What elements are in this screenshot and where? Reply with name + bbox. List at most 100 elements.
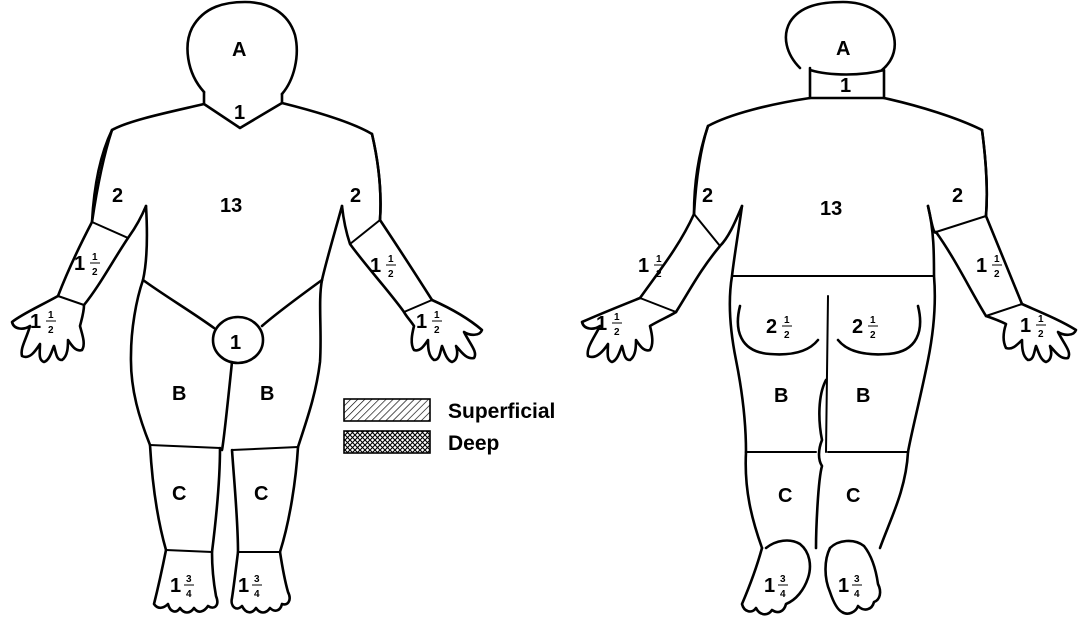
svg-text:1: 1 [596,313,607,335]
svg-text:2: 2 [1038,329,1044,340]
front-thigh-divider [222,362,232,450]
back-trunk-label: 13 [820,198,842,220]
back-hand-right-label: 1 1 2 [1020,314,1046,340]
svg-text:3: 3 [854,574,860,585]
svg-text:1: 1 [638,255,649,277]
legend-deep-label: Deep [448,432,499,455]
front-elbow-left-line [92,222,128,238]
back-foot-right-label: 1 3 4 [838,574,862,600]
back-thigh-left-label: B [774,385,788,407]
svg-text:1: 1 [434,310,440,321]
svg-text:1: 1 [764,575,775,597]
svg-text:2: 2 [870,330,876,341]
svg-text:2: 2 [994,269,1000,280]
back-neck-label: 1 [840,75,851,97]
svg-text:2: 2 [784,330,790,341]
front-upper-arm-left-label: 2 [112,185,123,207]
back-foot-right-outline [826,541,881,614]
front-hand-right-label: 1 1 2 [416,310,442,336]
back-elbow-right-line [936,216,986,232]
back-hand-left-label: 1 1 2 [596,312,622,338]
back-trunk-sides [730,206,935,452]
back-leg-divider [816,380,826,548]
svg-text:1: 1 [74,253,85,275]
back-wrist-left-line [640,298,676,312]
svg-text:4: 4 [254,589,260,600]
svg-text:2: 2 [48,325,54,336]
back-buttock-right-label: 2 1 2 [852,315,878,341]
front-ankle-left-line [166,550,212,552]
front-foot-right-label: 1 3 4 [238,574,262,600]
back-buttock-left-label: 2 1 2 [766,315,792,341]
front-trunk-label: 13 [220,195,242,217]
back-foot-left-outline [742,541,810,615]
back-foot-left-label: 1 3 4 [764,574,788,600]
front-elbow-right-line [350,220,380,244]
svg-text:3: 3 [254,574,260,585]
back-forearm-right-label: 1 1 2 [976,254,1002,280]
svg-text:1: 1 [784,315,790,326]
svg-text:1: 1 [48,310,54,321]
svg-text:2: 2 [656,269,662,280]
svg-text:2: 2 [852,316,863,338]
svg-text:1: 1 [388,254,394,265]
back-upper-arm-left-label: 2 [702,185,713,207]
front-knee-right-line [232,447,298,450]
front-side-left [131,206,150,445]
svg-text:2: 2 [614,327,620,338]
back-arm-right [928,130,1022,316]
front-genitalia-label: 1 [230,332,241,354]
svg-text:3: 3 [186,574,192,585]
back-gluteal-cleft [826,296,828,452]
back-leg-right-label: C [846,485,860,507]
svg-text:2: 2 [766,316,777,338]
back-forearm-left-label: 1 1 2 [638,254,664,280]
svg-text:1: 1 [870,315,876,326]
back-calves [746,452,908,548]
legend-superficial-label: Superficial [448,400,555,423]
svg-text:1: 1 [238,575,249,597]
front-knee-left-line [150,445,220,448]
svg-text:1: 1 [416,311,427,333]
front-forearm-right-label: 1 1 2 [370,254,396,280]
front-leg-left-label: C [172,483,186,505]
back-figure [582,2,1076,614]
front-thigh-left-label: B [172,383,186,405]
svg-text:1: 1 [838,575,849,597]
svg-text:1: 1 [656,254,662,265]
back-wrist-right-line [986,304,1022,316]
svg-text:4: 4 [854,589,860,600]
svg-text:1: 1 [614,312,620,323]
back-elbow-left-line [694,214,720,246]
svg-text:1: 1 [1020,315,1031,337]
back-arm-left [640,126,742,312]
front-head-label: A [232,39,246,61]
front-neck-label: 1 [234,102,245,124]
front-side-right [298,206,342,447]
legend-superficial-swatch [344,399,430,421]
back-head-label: A [836,38,850,60]
svg-text:1: 1 [976,255,987,277]
svg-text:4: 4 [780,589,786,600]
legend-deep-swatch [344,431,430,453]
front-forearm-left-label: 1 1 2 [74,252,100,278]
back-thigh-right-label: B [856,385,870,407]
front-groin-line [143,280,322,328]
svg-text:2: 2 [434,325,440,336]
front-figure [12,2,482,613]
svg-text:1: 1 [92,252,98,263]
svg-text:1: 1 [1038,314,1044,325]
svg-text:2: 2 [388,269,394,280]
front-thigh-right-label: B [260,383,274,405]
svg-text:1: 1 [170,575,181,597]
svg-text:4: 4 [186,589,192,600]
back-upper-arm-right-label: 2 [952,185,963,207]
svg-text:3: 3 [780,574,786,585]
front-upper-arm-right-label: 2 [350,185,361,207]
svg-text:1: 1 [370,255,381,277]
legend: Superficial Deep [344,399,555,455]
svg-text:1: 1 [994,254,1000,265]
back-leg-left-label: C [778,485,792,507]
front-hand-left-label: 1 1 2 [30,310,56,336]
